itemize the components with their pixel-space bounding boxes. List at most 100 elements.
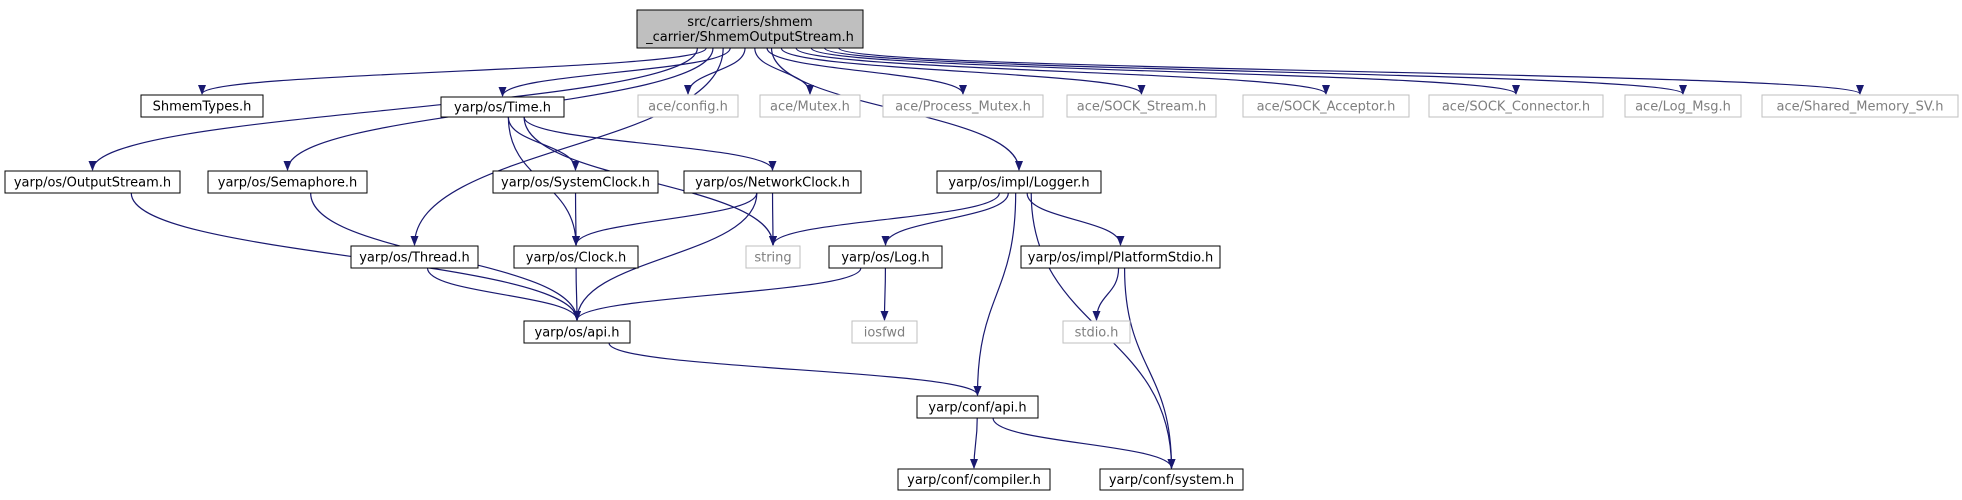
node-acesockstream: ace/SOCK_Stream.h xyxy=(1066,94,1217,118)
node-box-system xyxy=(1099,468,1244,491)
nodes-layer: src/carriers/shmem_carrier/ShmemOutputSt… xyxy=(4,9,1959,491)
edge-time-to-networkclock xyxy=(523,116,777,171)
node-log[interactable]: yarp/os/Log.h xyxy=(828,245,943,269)
edge-root-to-acesharedmem xyxy=(838,47,1864,95)
node-aceconfig: ace/config.h xyxy=(637,94,739,118)
node-systemclock[interactable]: yarp/os/SystemClock.h xyxy=(492,170,659,194)
node-time[interactable]: yarp/os/Time.h xyxy=(440,96,565,118)
node-label-logger: yarp/os/impl/Logger.h xyxy=(948,176,1089,191)
node-root[interactable]: src/carriers/shmem_carrier/ShmemOutputSt… xyxy=(636,9,864,49)
node-shmemtypes[interactable]: ShmemTypes.h xyxy=(140,94,264,118)
edge-platformstdio-to-stdio xyxy=(1092,267,1120,321)
edge-root-to-time xyxy=(498,47,731,97)
node-label-aceconfig: ace/config.h xyxy=(648,100,728,115)
node-box-semaphore xyxy=(207,170,368,194)
node-outputstream[interactable]: yarp/os/OutputStream.h xyxy=(4,170,181,194)
node-box-acesockconnector xyxy=(1428,94,1604,118)
node-box-outputstream xyxy=(4,170,181,194)
node-box-iosfwd xyxy=(851,320,918,344)
node-box-compiler xyxy=(897,468,1051,491)
edge-confapi-to-compiler xyxy=(970,417,979,469)
edge-root-to-aceconfig xyxy=(684,47,746,95)
edge-networkclock-to-osapi xyxy=(573,192,758,321)
node-box-logger xyxy=(936,170,1102,194)
node-box-aceprocmutex xyxy=(882,94,1044,118)
node-label-acelogmsg: ace/Log_Msg.h xyxy=(1635,100,1731,115)
node-box-acesockstream xyxy=(1066,94,1217,118)
node-label-outputstream: yarp/os/OutputStream.h xyxy=(14,176,171,191)
edge-log-to-osapi xyxy=(573,267,862,321)
node-box-confapi xyxy=(916,395,1039,419)
node-label-acesharedmem: ace/Shared_Memory_SV.h xyxy=(1777,100,1944,115)
edge-root-to-acesockacceptor xyxy=(795,47,1330,95)
node-label-semaphore: yarp/os/Semaphore.h xyxy=(218,176,358,191)
node-logger[interactable]: yarp/os/impl/Logger.h xyxy=(936,170,1102,194)
edge-root-to-acemutex xyxy=(754,47,814,95)
node-platformstdio[interactable]: yarp/os/impl/PlatformStdio.h xyxy=(1020,245,1221,269)
node-box-string xyxy=(745,245,801,269)
node-label-system: yarp/conf/system.h xyxy=(1109,473,1234,488)
node-string: string xyxy=(745,245,801,269)
node-stdio: stdio.h xyxy=(1062,320,1131,344)
edge-osapi-to-confapi xyxy=(608,342,982,396)
node-system[interactable]: yarp/conf/system.h xyxy=(1099,468,1244,491)
node-box-networkclock xyxy=(683,170,862,194)
node-acesockconnector: ace/SOCK_Connector.h xyxy=(1428,94,1604,118)
node-networkclock[interactable]: yarp/os/NetworkClock.h xyxy=(683,170,862,194)
node-acelogmsg: ace/Log_Msg.h xyxy=(1624,94,1742,118)
node-label-systemclock: yarp/os/SystemClock.h xyxy=(501,176,650,191)
node-label-acemutex: ace/Mutex.h xyxy=(770,100,850,115)
node-box-osapi xyxy=(523,320,631,344)
node-acesockacceptor: ace/SOCK_Acceptor.h xyxy=(1242,94,1410,118)
node-label-platformstdio: yarp/os/impl/PlatformStdio.h xyxy=(1028,251,1213,266)
node-osapi[interactable]: yarp/os/api.h xyxy=(523,320,631,344)
node-label-acesockconnector: ace/SOCK_Connector.h xyxy=(1442,100,1590,115)
node-label-root: src/carriers/shmem xyxy=(687,15,812,30)
node-label-compiler: yarp/conf/compiler.h xyxy=(907,473,1041,488)
node-label-thread: yarp/os/Thread.h xyxy=(359,251,470,266)
node-box-aceconfig xyxy=(637,94,739,118)
node-label-networkclock: yarp/os/NetworkClock.h xyxy=(695,176,850,191)
node-label-acesockstream: ace/SOCK_Stream.h xyxy=(1077,100,1207,115)
edge-networkclock-to-clock xyxy=(572,192,758,246)
edge-platformstdio-to-system xyxy=(1123,267,1176,469)
edge-logger-to-string xyxy=(769,192,1000,246)
node-box-thread xyxy=(350,245,479,269)
edge-root-to-thread xyxy=(410,47,724,246)
node-clock[interactable]: yarp/os/Clock.h xyxy=(513,245,639,269)
node-box-platformstdio xyxy=(1020,245,1221,269)
edge-root-to-shmemtypes xyxy=(198,47,707,95)
edge-root-to-acesockstream xyxy=(780,47,1146,95)
node-label-confapi: yarp/conf/api.h xyxy=(928,401,1026,416)
node-semaphore[interactable]: yarp/os/Semaphore.h xyxy=(207,170,368,194)
node-acesharedmem: ace/Shared_Memory_SV.h xyxy=(1761,94,1959,118)
node-box-log xyxy=(828,245,943,269)
node-box-systemclock xyxy=(492,170,659,194)
node-label-string: string xyxy=(754,251,791,266)
node-compiler[interactable]: yarp/conf/compiler.h xyxy=(897,468,1051,491)
edge-thread-to-osapi xyxy=(426,267,581,321)
node-label-stdio: stdio.h xyxy=(1075,326,1119,341)
edge-confapi-to-system xyxy=(992,417,1176,469)
node-thread[interactable]: yarp/os/Thread.h xyxy=(350,245,479,269)
node-iosfwd: iosfwd xyxy=(851,320,918,344)
node-label-shmemtypes: ShmemTypes.h xyxy=(153,100,252,115)
edge-logger-to-log xyxy=(881,192,1009,246)
node-box-acelogmsg xyxy=(1624,94,1742,118)
node-box-acesockacceptor xyxy=(1242,94,1410,118)
edge-clock-to-osapi xyxy=(572,267,581,321)
node-box-root xyxy=(636,9,864,49)
edge-log-to-iosfwd xyxy=(880,267,889,321)
node-label-acesockacceptor: ace/SOCK_Acceptor.h xyxy=(1257,100,1396,115)
edge-logger-to-confapi xyxy=(973,192,1017,396)
node-box-stdio xyxy=(1062,320,1131,344)
node-label-osapi: yarp/os/api.h xyxy=(535,326,620,341)
node-box-clock xyxy=(513,245,639,269)
node-box-acemutex xyxy=(759,94,861,118)
node-label-root: _carrier/ShmemOutputStream.h xyxy=(645,30,854,45)
node-label-aceprocmutex: ace/Process_Mutex.h xyxy=(895,100,1031,115)
node-confapi[interactable]: yarp/conf/api.h xyxy=(916,395,1039,419)
node-aceprocmutex: ace/Process_Mutex.h xyxy=(882,94,1044,118)
node-label-time: yarp/os/Time.h xyxy=(454,101,551,116)
